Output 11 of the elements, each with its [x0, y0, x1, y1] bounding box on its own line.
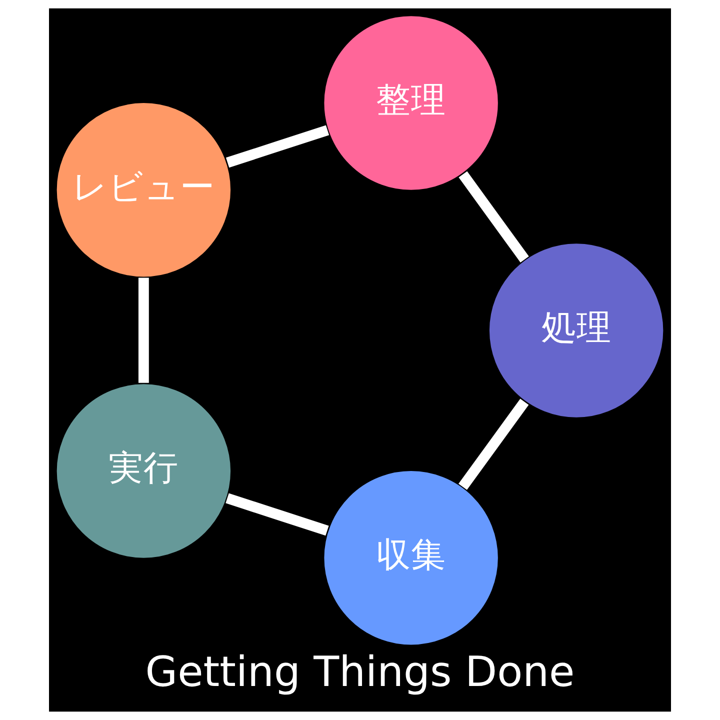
- node-circle: 実行: [55, 382, 232, 560]
- connector: [226, 493, 329, 536]
- connector: [138, 278, 149, 383]
- diagram-title: Getting Things Done: [145, 646, 575, 696]
- connector: [458, 398, 529, 490]
- node-circle: レビュー: [55, 101, 232, 278]
- node-circle: 処理: [488, 242, 665, 420]
- node-circle: 整理: [322, 14, 500, 192]
- node-circle: 収集: [322, 469, 500, 647]
- connector: [226, 125, 330, 168]
- connector: [458, 171, 529, 262]
